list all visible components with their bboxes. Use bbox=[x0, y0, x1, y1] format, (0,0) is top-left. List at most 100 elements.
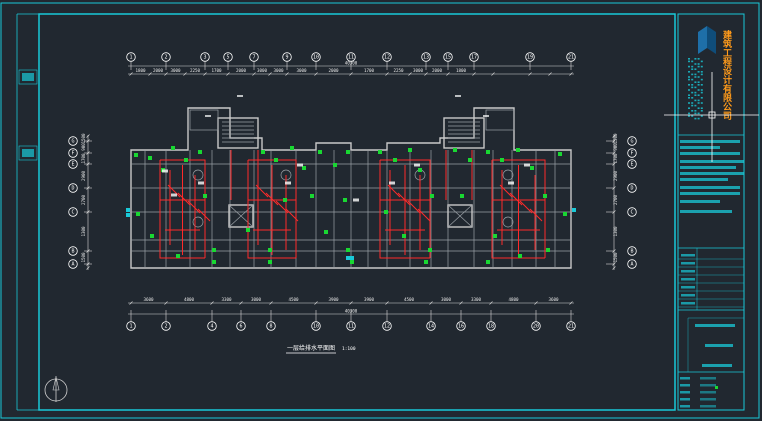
plumbing-fixture-marker bbox=[212, 260, 216, 264]
grid-bubble-label: D bbox=[630, 185, 633, 191]
bottom-axis-bubble-11: 11 bbox=[346, 321, 356, 331]
dim-text-top: 3000 bbox=[413, 68, 424, 73]
pattern-dot bbox=[688, 58, 690, 60]
dim-text-bottom: 3300 bbox=[471, 297, 482, 302]
grid-bubble-label: 19 bbox=[527, 54, 533, 60]
dim-text-bottom-total: 40300 bbox=[345, 309, 358, 314]
grid-bubble-label: B bbox=[71, 248, 74, 254]
bottom-axis-bubble-6: 6 bbox=[236, 321, 246, 331]
grid-bubble-label: 17 bbox=[471, 54, 477, 60]
pipe-diagonal bbox=[187, 200, 201, 214]
dim-text-vertical: 1700 bbox=[81, 153, 86, 164]
right-axis-bubble-D: D bbox=[627, 183, 637, 193]
dim-tick bbox=[210, 301, 214, 305]
dim-text-bottom: 4800 bbox=[184, 297, 195, 302]
title-block bbox=[677, 13, 745, 411]
grid-bubble-circle bbox=[311, 321, 321, 331]
pipe-diagonal bbox=[177, 192, 191, 206]
dim-tick bbox=[203, 72, 207, 76]
grid-bubble-circle bbox=[68, 183, 78, 193]
plumbing-fixture-marker bbox=[283, 198, 287, 202]
bottom-axis-bubble-20: 20 bbox=[531, 321, 541, 331]
grid-bubble-circle bbox=[346, 52, 356, 62]
plumbing-fixture-marker bbox=[343, 198, 347, 202]
pattern-dot bbox=[694, 58, 697, 60]
pattern-dot bbox=[700, 71, 703, 73]
grid-bubble-circle bbox=[627, 246, 637, 256]
sheet-inner-frame bbox=[38, 13, 676, 411]
dim-text-vertical: 900 bbox=[613, 143, 618, 151]
elevator-shaft bbox=[447, 204, 473, 228]
right-axis-bubble-B: B bbox=[627, 246, 637, 256]
pattern-dot bbox=[697, 102, 700, 104]
grid-bubble-label: 4 bbox=[210, 323, 213, 329]
dim-text-vertical: 1300 bbox=[613, 226, 618, 237]
pattern-dot bbox=[691, 115, 694, 117]
pattern-dot bbox=[688, 60, 690, 63]
pattern-dot bbox=[694, 110, 697, 112]
dim-text-bottom: 4500 bbox=[404, 297, 415, 302]
grid-bubble-label: 10 bbox=[313, 323, 319, 329]
pattern-dot bbox=[691, 65, 694, 68]
plumbing-fixture-marker bbox=[203, 194, 207, 198]
pipe-diagonal bbox=[275, 200, 289, 214]
pattern-dot bbox=[691, 102, 694, 104]
pattern-dot bbox=[700, 84, 703, 86]
tb-text-line bbox=[680, 186, 740, 189]
dim-text-bottom: 3300 bbox=[221, 297, 232, 302]
bottom-axis-bubble-1: 1 bbox=[126, 321, 136, 331]
plumbing-fixture-marker bbox=[486, 260, 490, 264]
dim-tick bbox=[349, 301, 353, 305]
tb-cell-text bbox=[680, 405, 690, 408]
plumbing-fixture-marker bbox=[274, 158, 278, 162]
pattern-dot bbox=[700, 60, 703, 63]
pattern-dot bbox=[700, 115, 703, 117]
pattern-dot bbox=[694, 117, 697, 120]
dim-text-bottom: 3600 bbox=[548, 297, 559, 302]
plumbing-fixture-marker bbox=[402, 234, 406, 238]
dim-tick bbox=[349, 72, 353, 76]
pattern-dot bbox=[697, 99, 700, 102]
room-tag bbox=[171, 193, 177, 197]
tb-text-line bbox=[680, 210, 732, 213]
plumbing-fixture-marker bbox=[346, 248, 350, 252]
dim-tick bbox=[385, 301, 389, 305]
pattern-dot bbox=[694, 104, 697, 107]
grid-bubble-circle bbox=[443, 52, 453, 62]
right-axis-bubble-E: E bbox=[627, 159, 637, 169]
pipe-run bbox=[247, 159, 297, 259]
pattern-dot bbox=[688, 84, 690, 86]
bottom-axis-bubble-2: 2 bbox=[161, 321, 171, 331]
right-axis-bubble-C: C bbox=[627, 207, 637, 217]
dim-tick bbox=[612, 134, 616, 138]
tb-text-line bbox=[680, 178, 728, 181]
dim-tick bbox=[314, 301, 318, 305]
bottom-axis-bubble-10: 10 bbox=[311, 321, 321, 331]
valve-marker bbox=[350, 256, 354, 260]
tb-cell-text bbox=[680, 391, 690, 394]
elevator-cross bbox=[228, 204, 254, 228]
pattern-dot bbox=[697, 58, 700, 60]
pattern-dot bbox=[694, 63, 697, 65]
grid-bubble-label: 14 bbox=[428, 323, 434, 329]
plumbing-fixture-marker bbox=[486, 150, 490, 154]
plumbing-fixture-marker bbox=[378, 150, 382, 154]
room-tag bbox=[389, 181, 395, 185]
dim-tick bbox=[528, 72, 532, 76]
grid-bubble-circle bbox=[68, 246, 78, 256]
grid-bubble-circle bbox=[525, 52, 535, 62]
grid-bubble-circle bbox=[68, 159, 78, 169]
pipe-diagonal bbox=[397, 192, 411, 206]
grid-bubble-circle bbox=[456, 321, 466, 331]
grid-bubble-circle bbox=[266, 321, 276, 331]
pipe-diagonal bbox=[387, 184, 401, 198]
grid-bubble-circle bbox=[566, 321, 576, 331]
dim-text-top: 2000 bbox=[328, 68, 339, 73]
grid-bubble-label: 20 bbox=[533, 323, 539, 329]
fixture-circle bbox=[502, 216, 514, 228]
tb-text-line bbox=[680, 200, 720, 203]
